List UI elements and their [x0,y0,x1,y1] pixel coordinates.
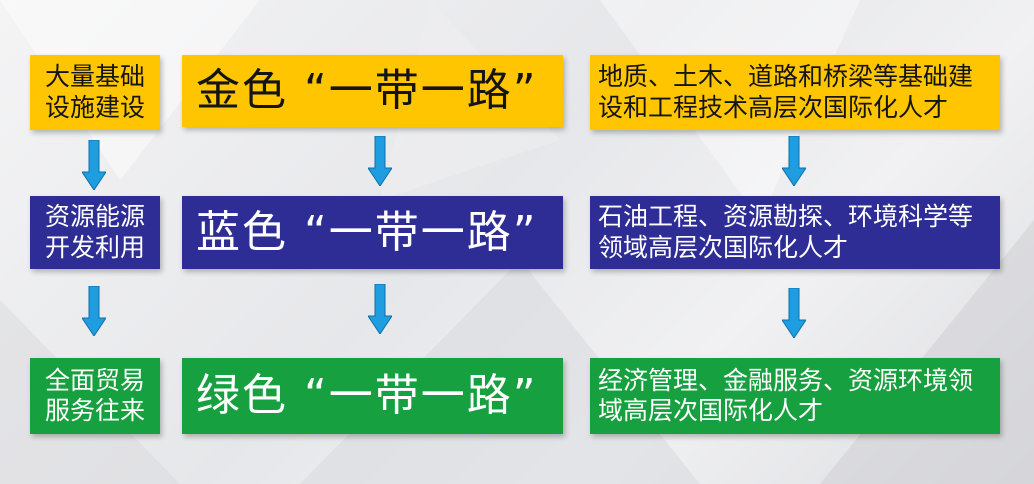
arrow-down-icon [82,286,106,336]
right-box-1: 地质、土木、道路和桥梁等基础建 设和工程技术高层次国际化人才 [590,55,1000,130]
arrow-down-icon [368,136,392,186]
left-box-2: 资源能源 开发利用 [30,196,160,269]
right-box-2-text: 石油工程、资源勘探、环境科学等 领域高层次国际化人才 [598,202,974,262]
green-belt-road-text: 绿色 “一带一路” [196,370,538,422]
right-box-3: 经济管理、金融服务、资源环境领 域高层次国际化人才 [590,358,1000,434]
left-box-2-text: 资源能源 开发利用 [44,202,145,262]
right-box-1-text: 地质、土木、道路和桥梁等基础建 设和工程技术高层次国际化人才 [598,62,974,122]
green-belt-road-box: 绿色 “一带一路” [182,358,563,434]
blue-belt-road-box: 蓝色 “一带一路” [182,196,563,269]
golden-belt-road-box: 金色 “一带一路” [182,55,563,127]
arrow-down-icon [782,136,806,186]
right-box-2: 石油工程、资源勘探、环境科学等 领域高层次国际化人才 [590,196,1000,269]
blue-belt-road-text: 蓝色 “一带一路” [196,206,538,258]
arrow-down-icon [368,284,392,334]
left-box-1: 大量基础 设施建设 [30,55,160,130]
left-box-1-text: 大量基础 设施建设 [44,62,145,122]
left-box-3-text: 全面贸易 服务往来 [44,365,145,426]
arrow-down-icon [82,140,106,190]
arrow-down-icon [782,288,806,338]
golden-belt-road-text: 金色 “一带一路” [196,65,538,117]
left-box-3: 全面贸易 服务往来 [30,358,160,434]
right-box-3-text: 经济管理、金融服务、资源环境领 域高层次国际化人才 [598,365,974,426]
